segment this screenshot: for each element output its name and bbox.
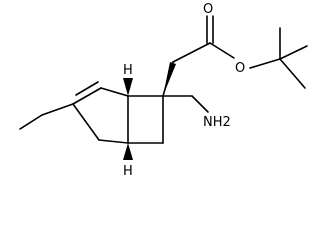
bond-ch2-n: [191, 95, 209, 113]
bond-ring-c3-c2: [72, 87, 102, 105]
bond-ester-o-tbu: [249, 58, 281, 69]
bond-ethyl-ch3: [19, 114, 43, 130]
bond-ring-c3-c4: [72, 103, 100, 141]
stereo-h-bottom-label: H: [123, 164, 133, 179]
ester-oxygen-label: O: [235, 61, 245, 76]
bond-tbu-right: [279, 45, 308, 60]
bond-group: [19, 15, 308, 144]
chemical-structure-diagram: O O NH2 H H: [19, 2, 308, 179]
stereo-h-top-label: H: [123, 63, 133, 78]
bond-carbonyl-ester-o: [209, 42, 235, 59]
bond-ethyl-ch2: [41, 103, 74, 116]
bond-ring-c2-c2-double: [75, 81, 99, 96]
stereo-wedges: [123, 62, 176, 160]
bond-ring-c4-c5: [98, 139, 129, 144]
carbonyl-oxygen-label: O: [203, 2, 213, 17]
wedge-bond-ch2-ester: [163, 62, 176, 96]
bond-tbu-down: [279, 58, 306, 89]
amine-label: NH2: [203, 115, 231, 130]
bond-ch2-carbonyl: [172, 42, 211, 63]
atom-labels: O O NH2 H H: [123, 2, 245, 179]
bond-ring-c2-c1: [100, 87, 129, 97]
wedge-bond-h-top: [123, 78, 133, 96]
wedge-bond-h-bottom: [123, 143, 133, 160]
